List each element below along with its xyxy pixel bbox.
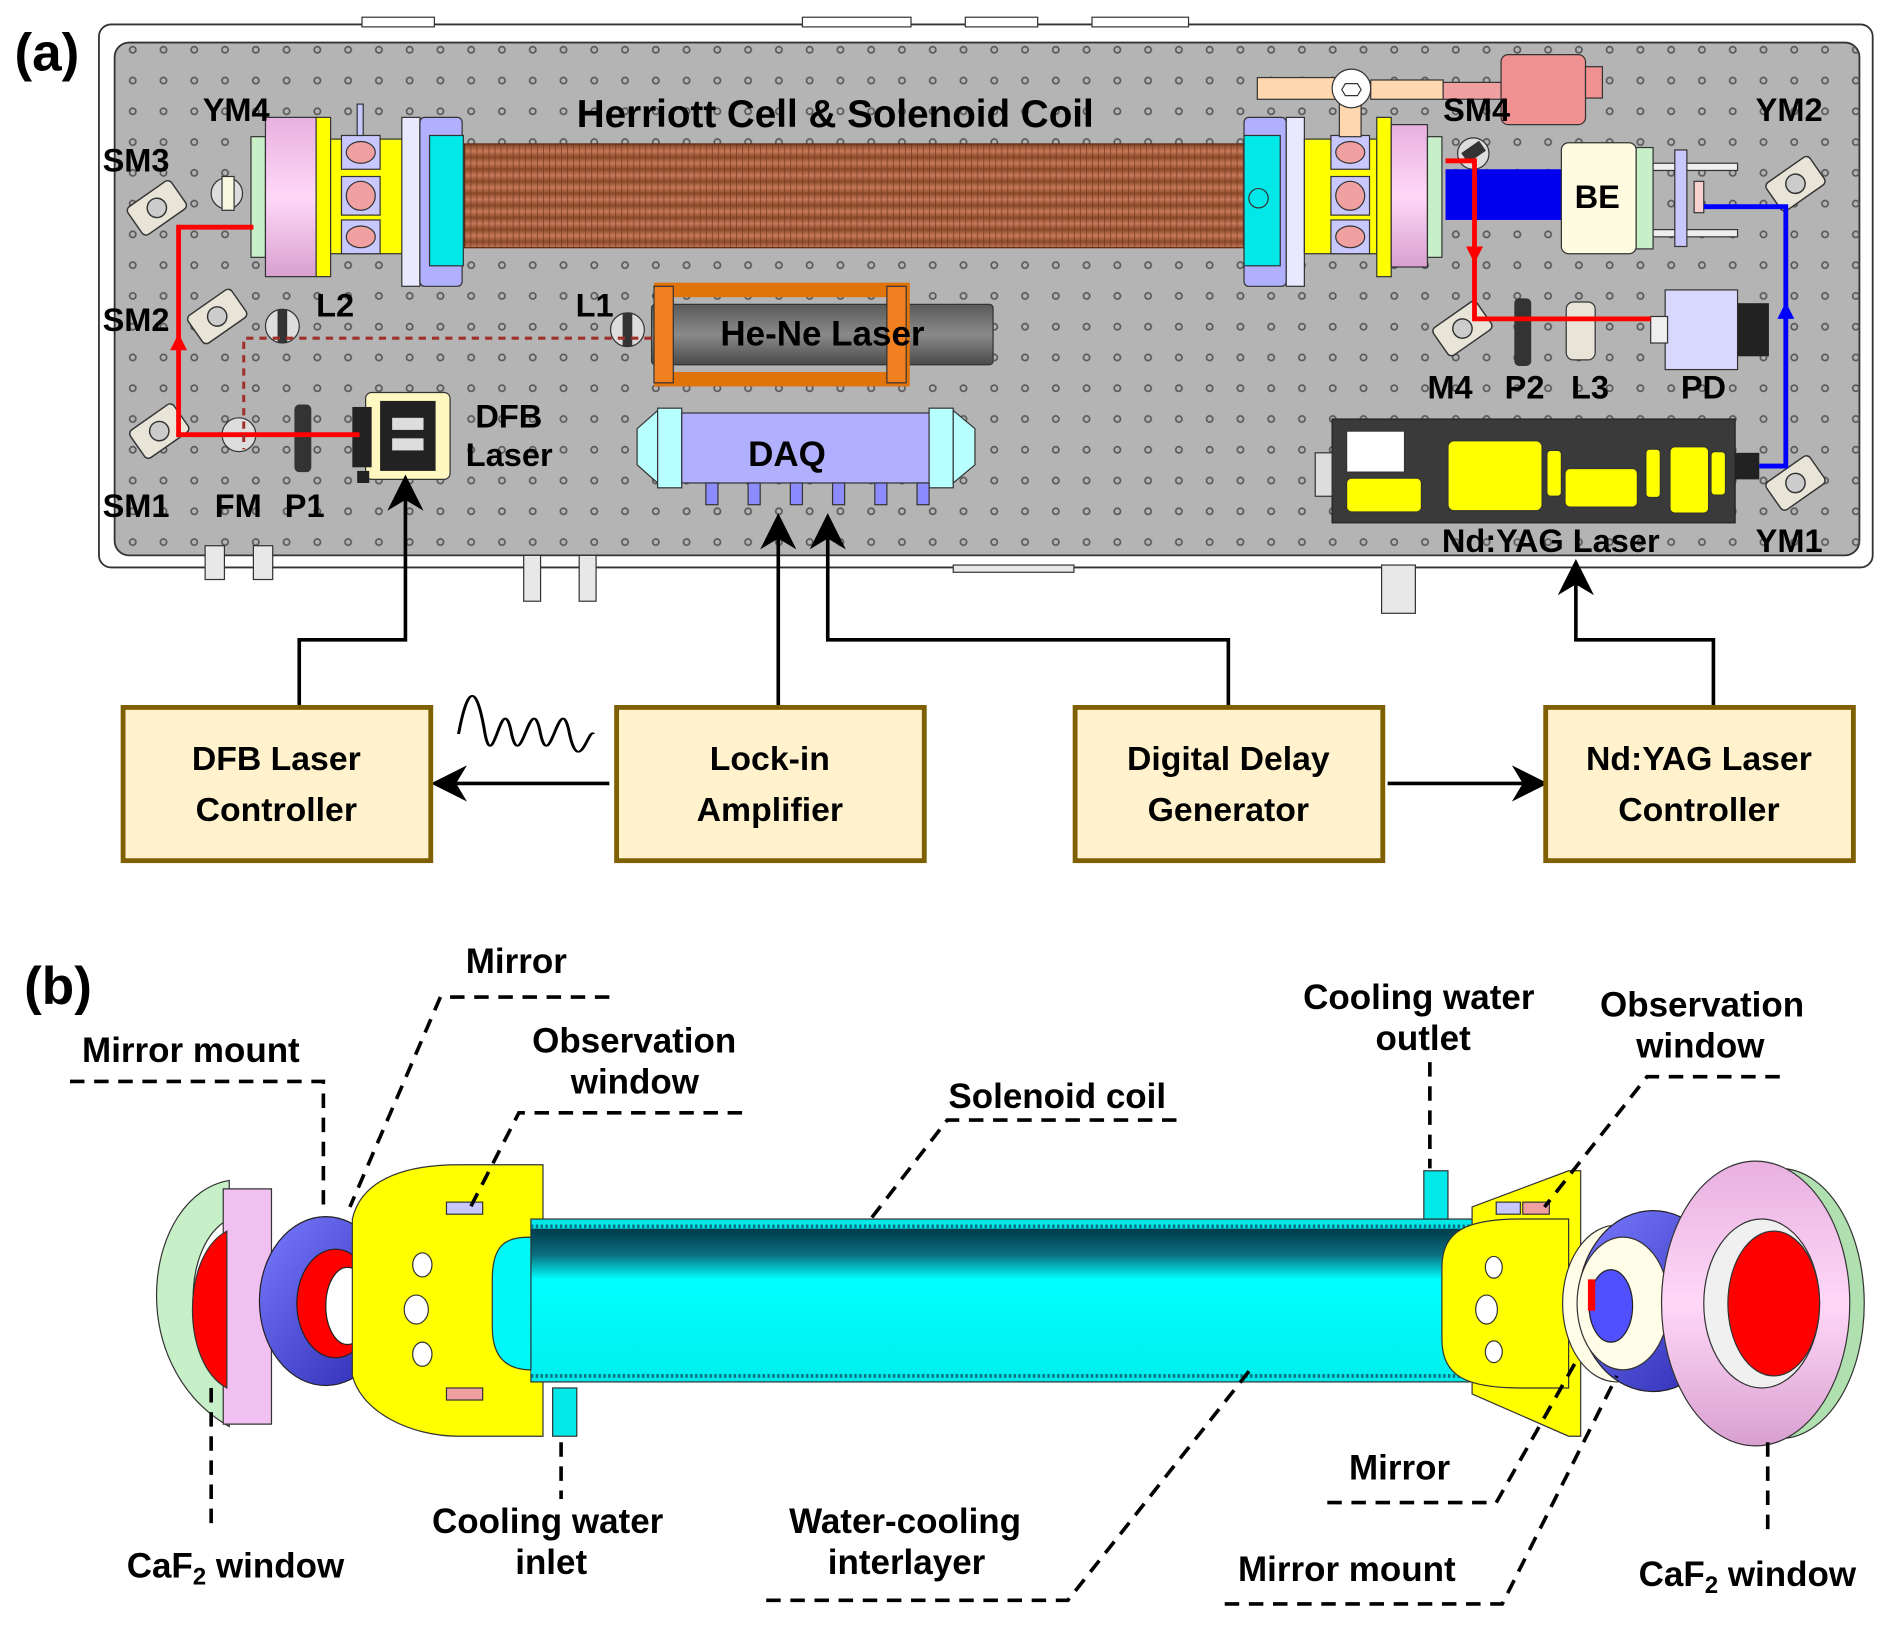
dfb-beam [176,224,360,438]
label-obs-window-right-2: window [1635,1026,1765,1065]
label-ndyag: Nd:YAG Laser [1442,523,1660,559]
left-flange-green [250,136,267,258]
label-p2: P2 [1505,370,1545,406]
label-sm4: SM4 [1443,92,1510,128]
herriott-cell-assembly [250,54,1604,287]
mount-sm2 [186,288,248,345]
ndyag-ctrl-line2: Controller [1618,791,1779,829]
label-dfb-1: DFB [475,398,542,434]
label-solenoid-coil: Solenoid coil [948,1077,1166,1116]
herriott-cell-exploded-view [156,1160,1865,1447]
ndyag-beam [1703,204,1789,469]
mirror-mounts [126,155,1826,511]
modulation-sine-icon [457,695,596,753]
label-ym1: YM1 [1756,523,1823,559]
label-sm2: SM2 [103,302,170,338]
label-fm: FM [215,488,262,524]
lenses [210,137,1596,473]
label-interlayer-2: interlayer [828,1543,986,1582]
herriott-cell-title: Herriott Cell & Solenoid Coil [577,93,1094,136]
dfb-laser [352,391,451,483]
label-cooling-outlet-1: Cooling water [1303,978,1535,1017]
panel-a-labels: YM4 SM3 SM2 SM1 FM P1 L2 L1 DFB Laser He… [103,92,1823,559]
lockin-line2: Amplifier [697,791,843,829]
label-l3: L3 [1571,370,1609,406]
ndyag-controller-box: Nd:YAG Laser Controller [1543,705,1856,864]
hene-beam [242,336,652,450]
mount-ym2 [1765,155,1826,212]
dfb-output-beam [1445,158,1651,322]
label-l2: L2 [316,287,354,323]
panel-a-letter: (a) [14,23,79,82]
mount-sm1 [129,403,190,459]
mount-m4 [1432,300,1493,357]
label-sm3: SM3 [103,143,170,179]
dfb-controller-line2: Controller [196,791,357,829]
ddg-line2: Generator [1148,791,1309,829]
label-p1: P1 [285,488,325,524]
label-pd: PD [1681,370,1726,406]
label-cooling-outlet-2: outlet [1376,1019,1472,1058]
controller-boxes: DFB Laser Controller Lock-in Amplifier D… [120,705,1856,864]
dfb-controller-line1: DFB Laser [192,740,361,778]
mount-sm3 [126,179,188,236]
laser-beams [170,158,1795,469]
label-mirror-mount-right: Mirror mount [1238,1550,1456,1589]
label-sm1: SM1 [103,488,170,524]
label-dfb-2: Laser [466,437,553,473]
label-obs-window-right-1: Observation [1600,985,1804,1024]
left-flange-pink [264,116,317,278]
label-ym2: YM2 [1756,92,1823,128]
solenoid-coil [463,143,1245,249]
daq-device [636,407,976,506]
photodetector [1650,289,1769,371]
hene-laser [650,282,994,387]
panel-b-labels: Mirror Mirror mount Observation window S… [82,942,1857,1599]
ddg-line1: Digital Delay [1127,740,1330,778]
cooling-outlet-nozzle [1423,1170,1449,1220]
uv-beam-block [1445,169,1562,220]
lockin-line1: Lock-in [710,740,830,778]
label-m4: M4 [1427,370,1472,406]
beam-expander [1445,142,1739,255]
bottom-connectors [204,545,1416,614]
cooling-inlet-nozzle [552,1387,578,1437]
vacuum-pump-line [1256,54,1604,138]
label-l1: L1 [576,287,614,323]
label-mirror-mount-left: Mirror mount [82,1031,300,1070]
digital-delay-generator-box: Digital Delay Generator [1072,705,1386,864]
ndyag-laser [1314,418,1760,524]
vacuum-pump [1500,54,1587,126]
label-cooling-inlet-1: Cooling water [432,1502,664,1541]
dfb-controller-box: DFB Laser Controller [120,705,434,864]
control-wiring [297,474,1716,802]
panel-b-letter: (b) [24,957,92,1016]
label-be: BE [1575,179,1620,215]
label-hene: He-Ne Laser [720,314,925,353]
label-obs-window-left-2: window [570,1063,700,1102]
label-interlayer-1: Water-cooling [789,1502,1021,1541]
label-ym4: YM4 [203,92,270,128]
ndyag-ctrl-line1: Nd:YAG Laser [1586,740,1812,778]
label-cooling-inlet-2: inlet [515,1543,587,1582]
leader-lines [69,995,1780,1606]
label-daq: DAQ [748,435,826,474]
label-obs-window-left-1: Observation [532,1022,736,1061]
label-caf2-window-right: CaF2 window [1639,1555,1857,1599]
label-mirror-left: Mirror [466,942,567,981]
mount-ym1 [1765,455,1826,511]
label-caf2-window-left: CaF2 window [127,1546,345,1590]
label-mirror-right: Mirror [1349,1449,1450,1488]
lockin-amplifier-box: Lock-in Amplifier [614,705,927,864]
